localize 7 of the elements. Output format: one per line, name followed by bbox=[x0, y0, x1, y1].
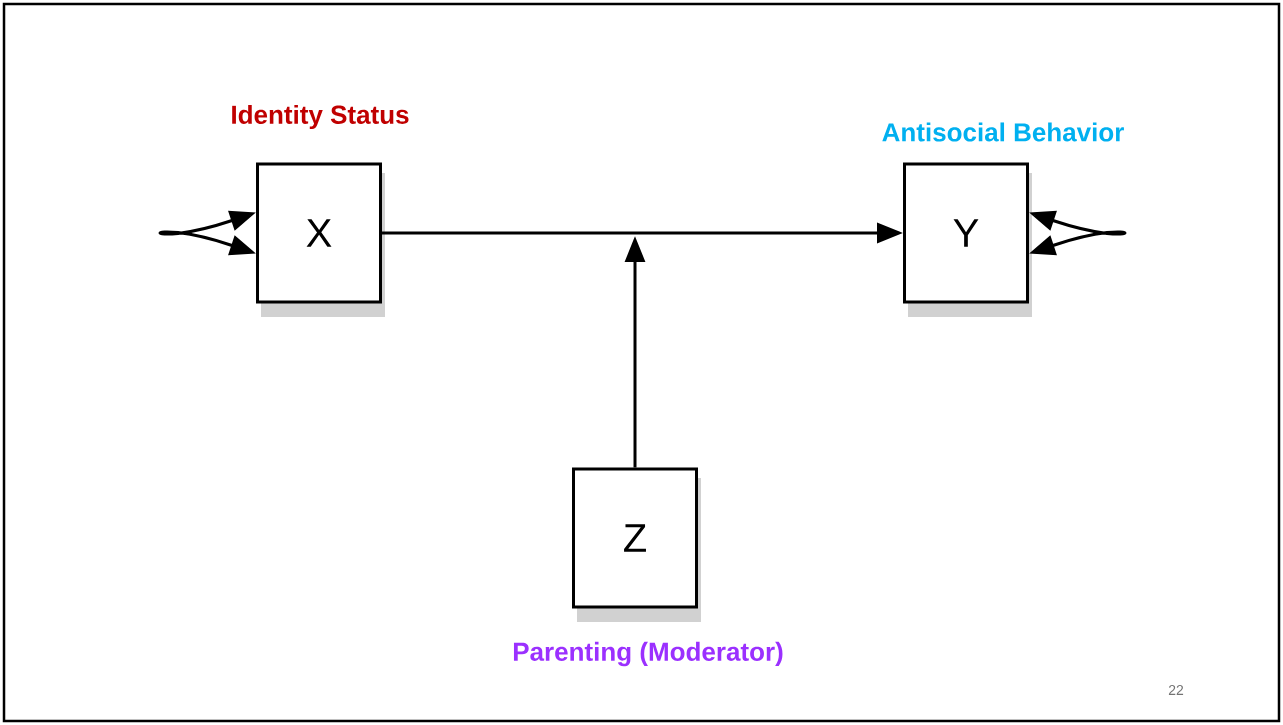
page-number: 22 bbox=[1168, 685, 1184, 695]
variable-label: Parenting (Moderator) bbox=[513, 641, 783, 667]
variable-box: Z bbox=[572, 467, 701, 622]
variable-label: Identity Status bbox=[232, 104, 409, 130]
variable-label: Antisocial Behavior bbox=[882, 122, 1124, 142]
variable-box: Y bbox=[903, 162, 1032, 317]
variable-box: X bbox=[256, 162, 385, 317]
